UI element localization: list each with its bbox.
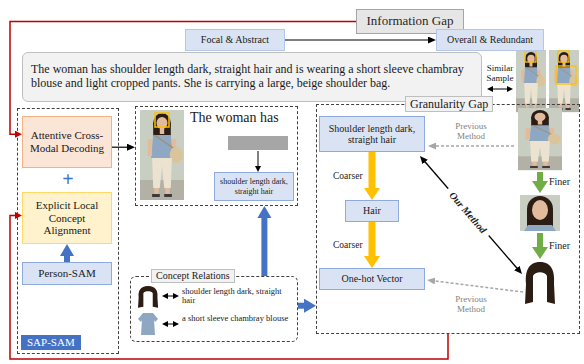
node-text: shoulder length dark, straight hair: [218, 177, 290, 195]
connector: [298, 303, 304, 309]
node-text: One-hot Vector: [323, 273, 421, 285]
connector: [112, 147, 127, 148]
focus-box: [556, 66, 576, 84]
sample-photo: [549, 50, 579, 112]
focus-box: [525, 51, 536, 62]
connector: [369, 222, 376, 256]
our-method-arrow: [425, 162, 517, 268]
granularity-box: One-hot Vector: [319, 268, 425, 290]
phrase-box: shoulder length dark, straight hair: [214, 172, 294, 201]
finer-label: Finer: [549, 240, 577, 251]
decode-arrow: [258, 151, 259, 166]
head-photo: [520, 195, 560, 231]
node-text: Shoulder length dark, straight hair: [323, 123, 421, 146]
node-text: Focal & Abstract: [189, 34, 281, 46]
method-label: Previous Method: [442, 295, 500, 315]
property-box: Focal & Abstract: [185, 29, 285, 51]
concept-panel: Concept Relations: [130, 276, 298, 342]
relation-arrow: [168, 324, 173, 325]
module-box: Attentive Cross-Modal Decoding: [22, 116, 112, 168]
node-text: SAP-SAM: [21, 335, 81, 350]
granularity-box: Shoulder length dark, straight hair: [319, 116, 425, 152]
granularity-panel: Granularity GapShoulder length dark, str…: [316, 104, 580, 334]
finer-arrow: [537, 172, 543, 181]
sample-photo: [516, 50, 546, 112]
masked-phrase: [228, 136, 288, 150]
relation-arrow: [168, 296, 173, 297]
concept-phrase: a short sleeve chambray blouse: [182, 314, 294, 323]
person-photo: [518, 108, 562, 170]
node-text: Information Gap: [360, 14, 460, 29]
property-box: Overall & Redundant: [436, 29, 544, 51]
node-text: Explicit Local Concept Alignment: [26, 199, 108, 237]
node-text: Granularity Gap: [405, 96, 493, 112]
example-panel: The woman has shoulder length dark, strai…: [135, 106, 298, 206]
node-text: Overall & Redundant: [440, 34, 540, 46]
node-text: The woman has shoulder length dark, stra…: [31, 63, 473, 91]
module-box: Explicit Local Concept Alignment: [22, 192, 112, 244]
method-label: Our Method: [444, 185, 493, 239]
edge-label: Coarser: [332, 171, 364, 181]
example-photo: [140, 110, 184, 200]
connector: [285, 39, 428, 40]
focus-box: [155, 113, 169, 127]
hair-photo: [525, 262, 555, 304]
framework-region: SAP-SAM Attentive Cross-Modal DecodingExp…: [17, 108, 119, 354]
edge-label: Coarser: [332, 240, 364, 250]
method-label: Previous Method: [442, 122, 500, 142]
concept-hair-icon: [138, 286, 158, 308]
focus-box: [558, 51, 569, 62]
connector: [261, 218, 267, 276]
granularity-box: Hair: [345, 200, 399, 222]
node-text: Hair: [349, 205, 395, 217]
previous-method-arrow: [436, 145, 514, 147]
caption-text-box: The woman has shoulder length dark, stra…: [22, 52, 482, 102]
module-box: Person-SAM: [22, 262, 112, 285]
connector: [369, 152, 376, 188]
node-text: Concept Relations: [151, 269, 235, 283]
finer-arrow: [537, 233, 543, 247]
plus-sign: +: [56, 169, 80, 189]
node-text: Attentive Cross-Modal Decoding: [26, 129, 108, 154]
similarity-arrow: [493, 89, 507, 90]
annotation-label: Similar Sample: [484, 64, 516, 84]
previous-method-arrow: [435, 281, 523, 292]
finer-label: Finer: [549, 176, 577, 187]
concept-phrase: shoulder length dark, straight hair: [182, 287, 294, 306]
node-text: Person-SAM: [26, 267, 108, 280]
concept-blouse-icon: [138, 313, 158, 335]
node-text: The woman has: [190, 110, 279, 127]
